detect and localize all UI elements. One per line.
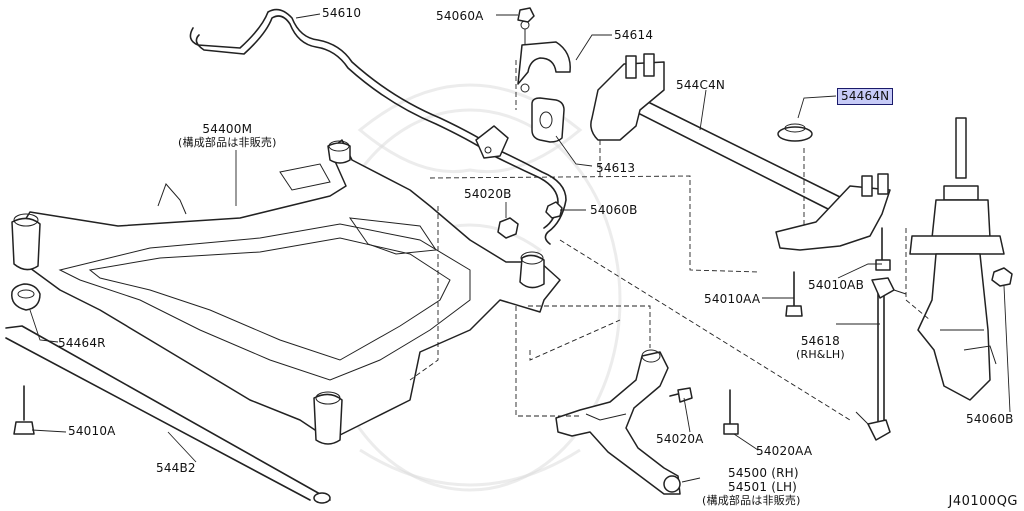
bolt-54010aa[interactable]: [785, 271, 803, 317]
nut-54020b[interactable]: [497, 217, 519, 239]
drawing-number: J40100QG: [948, 494, 1018, 509]
callout-54060a: 54060A: [436, 9, 484, 23]
callout-54400m-note: (構成部品は非販売): [178, 136, 277, 149]
stabilizer-clamp[interactable]: [517, 20, 571, 93]
dashed-reference-lines: [409, 60, 931, 421]
suspension-member[interactable]: [13, 139, 561, 441]
callout-54613: 54613: [596, 161, 636, 175]
nut-54060a[interactable]: [517, 7, 535, 23]
callout-54060b-right: 54060B: [966, 412, 1014, 426]
callout-544c4n: 544C4N: [676, 78, 726, 92]
callout-544b2: 544B2: [156, 461, 196, 475]
strut-assembly: [909, 117, 1005, 401]
callout-54618-note: (RH&LH): [796, 348, 845, 361]
callout-54020a: 54020A: [656, 432, 704, 446]
member-mount-bushings: [11, 140, 545, 445]
nut-54060b-mid[interactable]: [545, 201, 563, 219]
callout-54610: 54610: [322, 6, 362, 20]
bolt-54010ab[interactable]: [875, 227, 891, 271]
nut-54060b-right[interactable]: [991, 267, 1013, 287]
callout-54400m: 54400M (構成部品は非販売): [178, 122, 277, 150]
bolt-54020aa[interactable]: [723, 389, 739, 435]
bushing-54464r[interactable]: [11, 283, 41, 311]
callout-54010a: 54010A: [68, 424, 116, 438]
callout-54500: 54500 (RH): [728, 466, 799, 480]
callout-54060b-mid: 54060B: [590, 203, 638, 217]
callout-54010ab: 54010AB: [808, 278, 865, 292]
stabilizer-bushing[interactable]: [531, 97, 565, 143]
callout-54010aa: 54010AA: [704, 292, 761, 306]
callout-54618-number: 54618: [800, 334, 841, 348]
stabilizer-bar[interactable]: [189, 8, 567, 245]
callout-54464r: 54464R: [58, 336, 106, 350]
callout-54501-note: (構成部品は非販売): [702, 494, 801, 507]
callout-54020b: 54020B: [464, 187, 512, 201]
bolt-54010a[interactable]: [13, 385, 35, 435]
callout-54614: 54614: [614, 28, 654, 42]
member-stay-bar[interactable]: [5, 325, 331, 504]
lower-control-arm[interactable]: [555, 349, 681, 495]
callout-54501: 54501 (LH): [728, 480, 798, 494]
transverse-link[interactable]: [590, 53, 891, 251]
bolt-54020a[interactable]: [669, 387, 693, 403]
leader-lines: [29, 13, 1011, 483]
callout-54020aa: 54020AA: [756, 444, 813, 458]
stabilizer-link-rod[interactable]: [855, 277, 907, 441]
callout-54464n-highlighted[interactable]: 54464N: [837, 88, 894, 105]
callout-54400m-number: 54400M: [202, 122, 253, 136]
washer-54464n[interactable]: [777, 123, 813, 142]
stabilizer-clamp-left: [475, 125, 509, 159]
callout-54618: 54618 (RH&LH): [796, 334, 845, 362]
